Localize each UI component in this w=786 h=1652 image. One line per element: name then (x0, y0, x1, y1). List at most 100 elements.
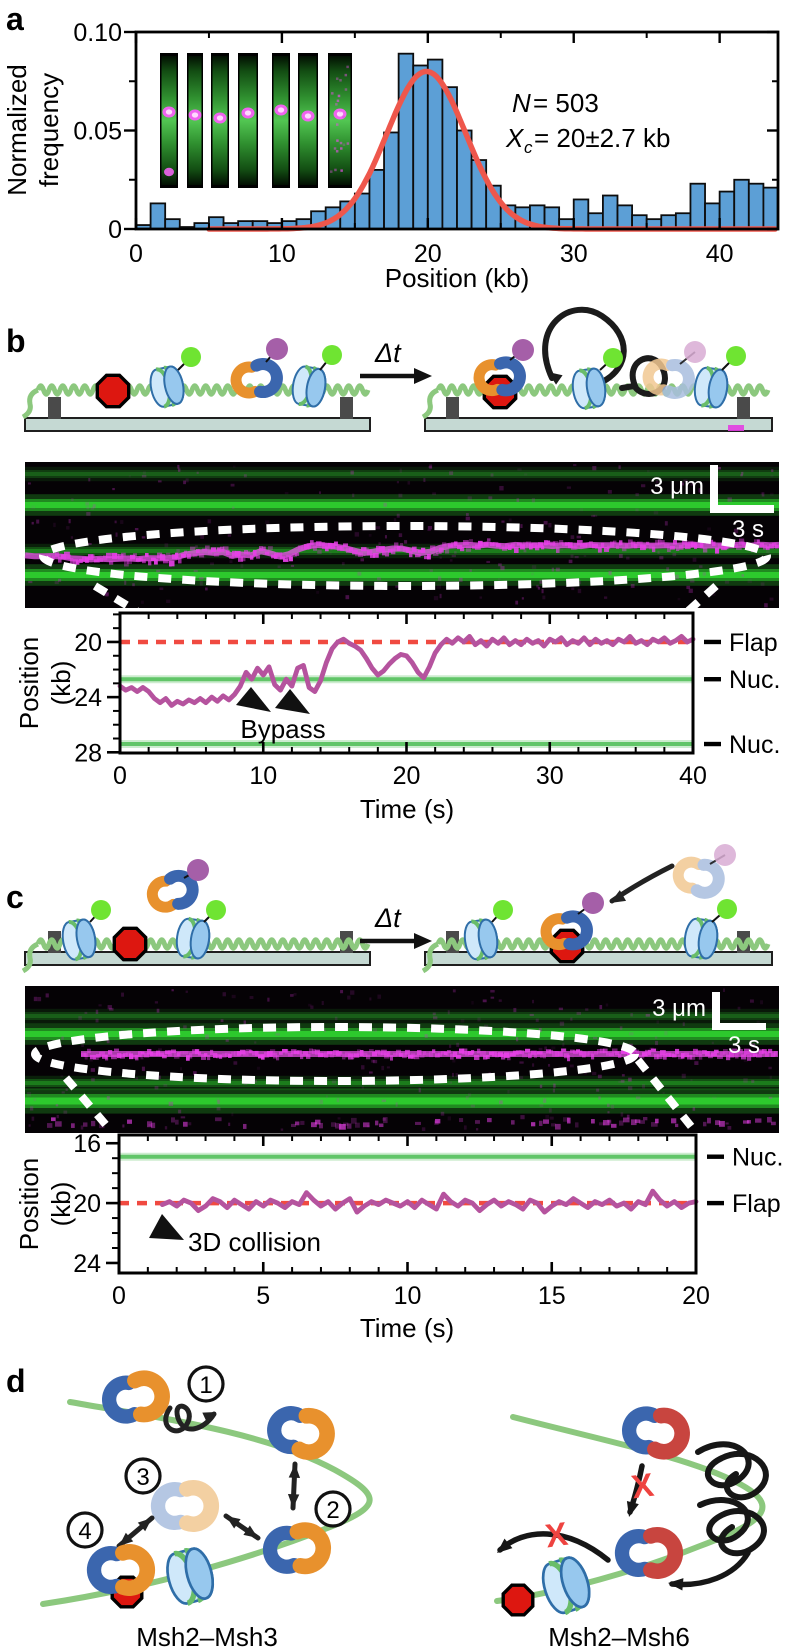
kymo-noise-speckle (369, 1071, 373, 1074)
kymo-c-trace-speckle (672, 1054, 677, 1058)
kymo-noise-speckle (515, 600, 519, 605)
kymo-c-secondary-speckle (747, 1120, 751, 1124)
kymo-c-trace-speckle (696, 1050, 702, 1056)
kymo-c-trace-speckle (405, 1049, 410, 1055)
kymo-noise-speckle (95, 1018, 99, 1023)
kymo-b-trace-speckle (550, 541, 556, 546)
kymo-c-trace-speckle (174, 1053, 180, 1059)
b-bypass-arrowhead-1-icon (236, 687, 271, 712)
kymo-c-trace-speckle (639, 1054, 645, 1059)
kymo-c-trace-speckle (132, 1054, 138, 1059)
kymo-noise-speckle (98, 1004, 102, 1007)
kymo-c-trace-speckle (267, 1051, 273, 1057)
kymo-noise-speckle (743, 1058, 749, 1063)
kymo-dna-band-core (25, 1081, 779, 1085)
kymo-c-trace-speckle (465, 1050, 470, 1056)
kymo-b-trace-speckle (613, 540, 617, 545)
flowcell-surface-icon (424, 417, 773, 432)
kymo-c-trace-speckle (222, 1053, 227, 1058)
kymo-b-trace-speckle (253, 549, 257, 556)
arrowhead-icon (288, 1464, 301, 1479)
kymo-c-trace-speckle (258, 1054, 264, 1059)
arrowhead-icon (137, 1518, 152, 1532)
kymo-b-trace-speckle (415, 554, 421, 558)
kymo-noise-speckle (702, 572, 706, 576)
kymo-b-trace-speckle (502, 546, 508, 551)
kymo-noise-speckle (352, 493, 355, 498)
kymo-b-trace-speckle (427, 553, 431, 560)
inset-speckle (336, 99, 340, 103)
kymo-b-trace-speckle (196, 548, 200, 554)
kymo-noise-speckle (225, 1039, 229, 1042)
kymo-b-trace-speckle (151, 557, 156, 562)
kymo-c-trace-speckle (312, 1049, 316, 1055)
kymo-noise-speckle (536, 584, 539, 588)
kymo-noise-speckle (657, 550, 660, 554)
kymo-c-trace-speckle (438, 1052, 443, 1057)
kymo-c-trace-speckle (567, 1055, 571, 1062)
kymo-noise-speckle (107, 1005, 112, 1010)
kymo-noise-speckle (659, 556, 664, 560)
a-ylabel-line1: Normalized (2, 64, 32, 196)
kymo-noise-speckle (681, 1073, 686, 1079)
kymo-noise-speckle (58, 578, 62, 582)
kymo-b-trace-speckle (139, 556, 143, 562)
kymo-b-trace-speckle (526, 541, 532, 547)
kymo-noise-speckle (436, 584, 441, 589)
kymo-noise-speckle (599, 1004, 603, 1010)
kymo-noise-speckle (698, 488, 702, 493)
kymo-noise-speckle (56, 1114, 59, 1119)
kymo-c-trace-speckle (81, 1052, 87, 1057)
kymo-noise-speckle (240, 563, 244, 568)
kymo-b-trace-speckle (211, 547, 217, 552)
anchor-post-icon (446, 397, 459, 419)
kymo-noise-speckle (84, 1011, 88, 1015)
msh-complex-icon (150, 1480, 220, 1532)
collision-arrival-arrow-icon (609, 863, 675, 904)
kymo-c-trace-speckle (207, 1054, 211, 1061)
kymo-b-trace-speckle (589, 541, 593, 547)
kymo-b-trace-speckle (715, 547, 720, 554)
kymo-noise-speckle (447, 1010, 450, 1015)
kymo-c-background (25, 986, 779, 1133)
kymo-noise-speckle (80, 1125, 84, 1130)
kymo-c-trace-speckle (180, 1051, 184, 1055)
kymo-c-trace-speckle (549, 1049, 554, 1054)
kymo-c-trace-speckle (417, 1050, 422, 1056)
kymo-noise-speckle (329, 551, 332, 555)
histogram-bar (164, 218, 181, 230)
kymo-b-trace-speckle (334, 541, 338, 546)
kymo-c-trace-speckle (129, 1053, 134, 1060)
kymo-c-trace-speckle (468, 1050, 474, 1055)
kymo-b-trace-speckle (136, 558, 142, 562)
kymo-noise-speckle (91, 1078, 95, 1082)
kymo-noise-speckle (619, 553, 623, 558)
b-scalebar-um-label: 3 μm (650, 473, 704, 500)
kymo-c-trace-speckle (711, 1052, 717, 1057)
kymo-noise-speckle (87, 542, 92, 546)
kymo-c-trace-speckle (654, 1054, 659, 1060)
kymo-b-trace-speckle (517, 542, 522, 546)
kymo-noise-speckle (249, 996, 254, 999)
inset-protein-spot-core-icon (244, 110, 252, 116)
kymo-noise-speckle (519, 1076, 524, 1080)
kymo-noise-speckle (471, 1000, 474, 1005)
kymo-c-trace-speckle (249, 1050, 253, 1054)
kymo-c-trace-speckle (426, 1052, 431, 1056)
inset-speckle (336, 139, 339, 142)
particle-position-trace (117, 634, 696, 708)
kymo-b-trace-core (24, 541, 780, 563)
xtick-label: 10 (394, 1282, 422, 1310)
kymo-noise-speckle (747, 578, 752, 584)
kymo-b-trace-speckle (199, 553, 204, 558)
inset-dna-strip-icon (161, 56, 177, 185)
kymo-noise-speckle (372, 1059, 378, 1064)
kymo-noise-speckle (396, 481, 400, 484)
kymo-b-trace-speckle (187, 553, 191, 559)
kymo-noise-speckle (105, 592, 109, 597)
kymo-noise-speckle (308, 1003, 312, 1007)
kymo-c-trace-speckle (552, 1050, 558, 1057)
kymo-b-trace-speckle (481, 542, 485, 548)
kymo-c-trace-speckle (333, 1050, 339, 1056)
kymo-b-highlight-ellipse (39, 522, 771, 590)
